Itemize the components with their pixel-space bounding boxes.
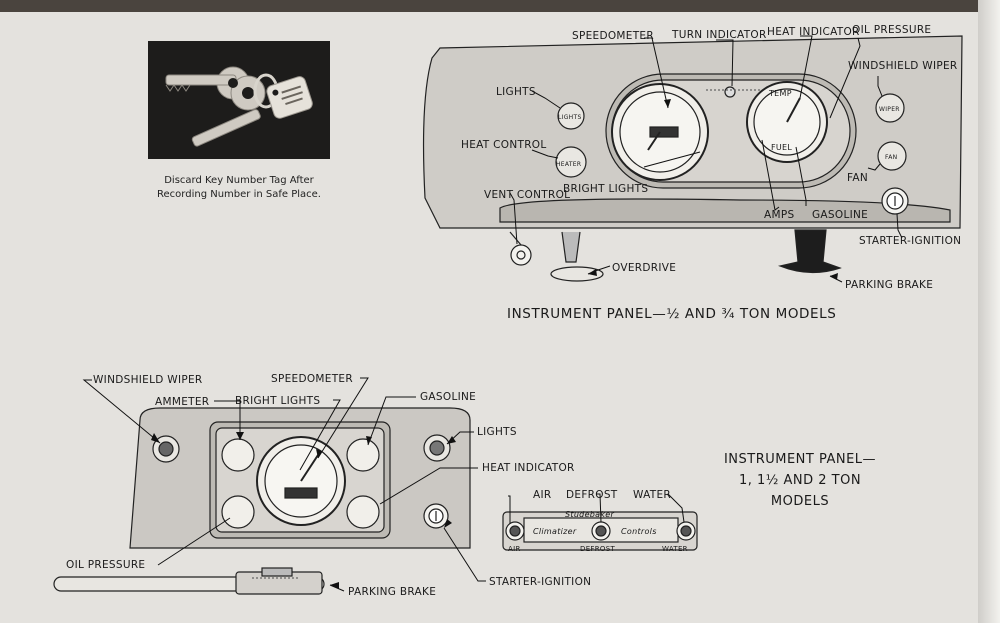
label-bright-lights-bottom: BRIGHT LIGHTS <box>235 395 321 407</box>
label-turn-indicator: TURN INDICATOR <box>672 29 767 41</box>
keys-illustration <box>165 66 313 147</box>
keys-caption: Discard Key Number Tag After Recording N… <box>140 174 338 202</box>
caption-line-2: Recording Number in Safe Place. <box>157 189 321 200</box>
label-oil-pressure-bottom: OIL PRESSURE <box>66 559 146 571</box>
label-speedometer-bottom: SPEEDOMETER <box>271 373 353 385</box>
label-ammeter: AMMETER <box>155 396 210 408</box>
label-air: AIR <box>533 489 552 501</box>
label-bright-lights-top: BRIGHT LIGHTS <box>563 183 649 195</box>
heater-water-text: WATER <box>662 545 688 553</box>
heater-left-text: Climatizer <box>533 527 577 536</box>
label-gasoline-top: GASOLINE <box>812 209 869 221</box>
fuel-gauge-text: FUEL <box>771 143 793 152</box>
lights-knob-text: LIGHTS <box>558 114 582 121</box>
label-lights-bottom: LIGHTS <box>477 426 517 438</box>
label-starter-ignition-bottom: STARTER-IGNITION <box>489 576 592 588</box>
label-water: WATER <box>633 489 672 501</box>
label-fan: FAN <box>847 172 869 184</box>
label-overdrive: OVERDRIVE <box>612 262 677 274</box>
title-top-panel: INSTRUMENT PANEL—½ AND ¾ TON MODELS <box>507 306 837 322</box>
label-heat-control: HEAT CONTROL <box>461 139 547 151</box>
wiper-knob-text: WIPER <box>879 106 900 113</box>
page-top-shadow <box>0 0 1000 12</box>
heater-brand: Studebaker <box>565 510 615 519</box>
label-defrost: DEFROST <box>566 489 618 501</box>
label-windshield-wiper-bottom: WINDSHIELD WIPER <box>93 374 203 386</box>
page-edge <box>978 0 1000 623</box>
label-heat-indicator-top: HEAT INDICATOR <box>767 26 860 38</box>
bottom-dashboard <box>53 407 698 595</box>
heater-knob-text: HEATER <box>556 161 582 168</box>
label-starter-ignition-top: STARTER-IGNITION <box>859 235 962 247</box>
label-oil-pressure-top: OIL PRESSURE <box>852 24 932 36</box>
bottom-leaders <box>82 377 685 592</box>
heater-air-text: AIR <box>508 545 521 553</box>
label-vent-control: VENT CONTROL <box>484 189 571 201</box>
top-leaders <box>509 35 903 283</box>
arrowheads <box>151 99 838 589</box>
label-parking-brake-top: PARKING BRAKE <box>845 279 934 291</box>
label-amps: AMPS <box>764 209 795 221</box>
label-parking-brake-bottom: PARKING BRAKE <box>348 586 437 598</box>
temp-gauge-text: TEMP <box>769 89 792 98</box>
label-speedometer-top: SPEEDOMETER <box>572 30 654 42</box>
title-bottom-line-2: 1, 1½ AND 2 TON <box>738 473 862 488</box>
title-bottom-line-3: MODELS <box>770 494 830 509</box>
fan-knob-text: FAN <box>885 154 898 161</box>
label-gasoline-bottom: GASOLINE <box>420 391 477 403</box>
title-bottom-panel: INSTRUMENT PANEL— 1, 1½ AND 2 TON MODELS <box>700 449 900 512</box>
label-lights-top: LIGHTS <box>496 86 536 98</box>
label-windshield-wiper-top: WINDSHIELD WIPER <box>848 60 958 72</box>
title-bottom-line-1: INSTRUMENT PANEL— <box>723 452 877 467</box>
keys-photo <box>148 41 330 159</box>
heater-right-text: Controls <box>621 527 657 536</box>
caption-line-1: Discard Key Number Tag After <box>164 175 314 186</box>
top-dashboard <box>422 35 963 282</box>
heater-defrost-text: DEFROST <box>580 545 616 553</box>
label-heat-indicator-bottom: HEAT INDICATOR <box>482 462 575 474</box>
